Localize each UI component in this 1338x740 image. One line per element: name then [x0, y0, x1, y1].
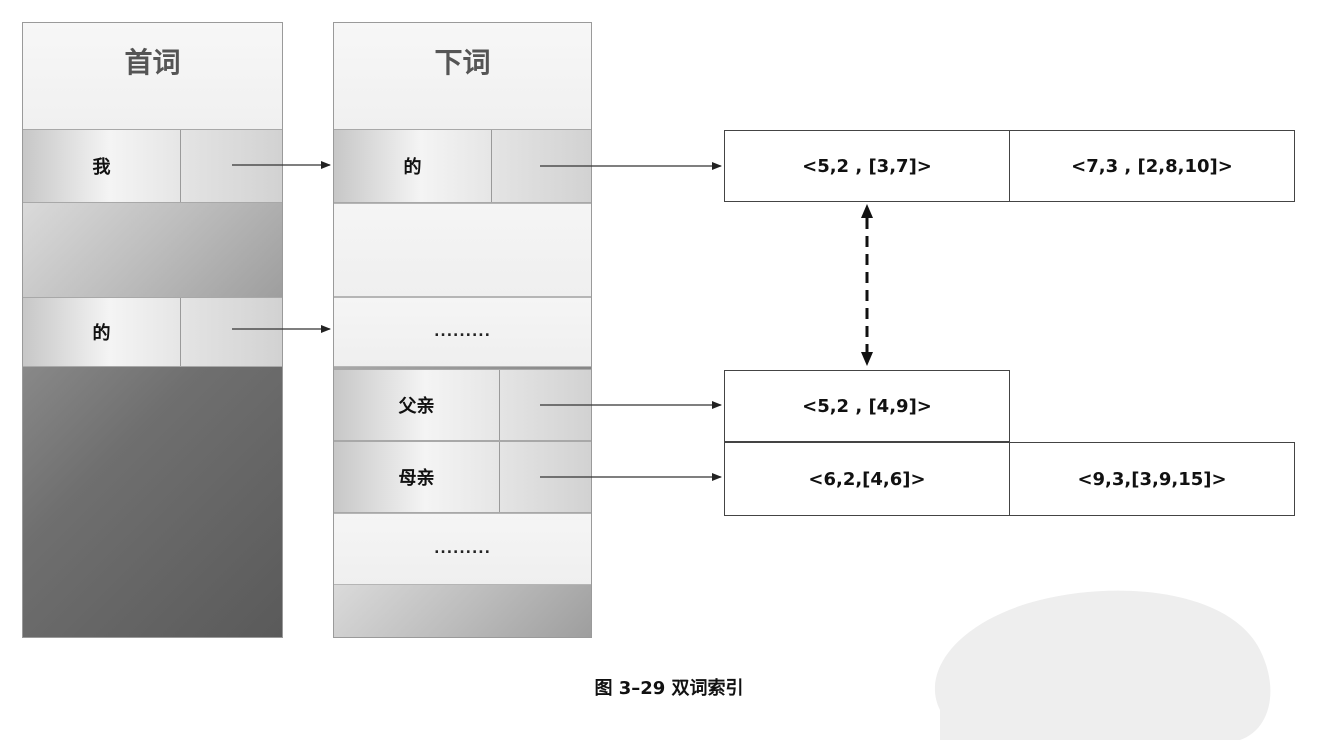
- first-word-key-wo: 我: [23, 130, 181, 202]
- watermark-shape: [934, 590, 1271, 740]
- next-word-key-de: 的: [334, 130, 492, 202]
- posting-box-3a: <6,2,[4,6]>: [724, 442, 1010, 516]
- first-word-pointer-wo: [181, 130, 282, 202]
- first-word-column: 首词 我 的: [22, 22, 283, 638]
- dashed-link-arrowhead-top: [861, 204, 873, 218]
- next-word-ellipsis-2: .........: [334, 513, 591, 585]
- next-word-key-muqin: 母亲: [334, 442, 500, 512]
- posting-box-2a: <5,2 , [4,9]>: [724, 370, 1010, 442]
- first-word-spacer: [23, 203, 282, 297]
- first-word-header-label: 首词: [124, 46, 181, 79]
- first-word-header: 首词: [23, 23, 282, 129]
- next-word-header-label: 下词: [434, 46, 491, 79]
- posting-box-1a: <5,2 , [3,7]>: [724, 130, 1010, 202]
- dashed-link-arrowhead-bottom: [861, 352, 873, 366]
- next-word-bottom: [334, 585, 591, 637]
- posting-box-1b: <7,3 , [2,8,10]>: [1009, 130, 1295, 202]
- next-word-spacer: [334, 203, 591, 297]
- next-word-header: 下词: [334, 23, 591, 129]
- next-word-ellipsis-1: .........: [334, 297, 591, 367]
- first-word-key-de: 的: [23, 298, 181, 366]
- next-word-key-fuqin: 父亲: [334, 370, 500, 440]
- next-word-row-de: 的: [334, 129, 591, 203]
- figure-caption: 图 3–29 双词索引: [594, 678, 744, 699]
- next-word-row-fuqin: 父亲: [334, 369, 591, 441]
- first-word-row-de: 的: [23, 297, 282, 367]
- posting-box-3b: <9,3,[3,9,15]>: [1009, 442, 1295, 516]
- first-word-pointer-de: [181, 298, 282, 366]
- arrow-layer: [232, 161, 873, 481]
- first-word-row-wo: 我: [23, 129, 282, 203]
